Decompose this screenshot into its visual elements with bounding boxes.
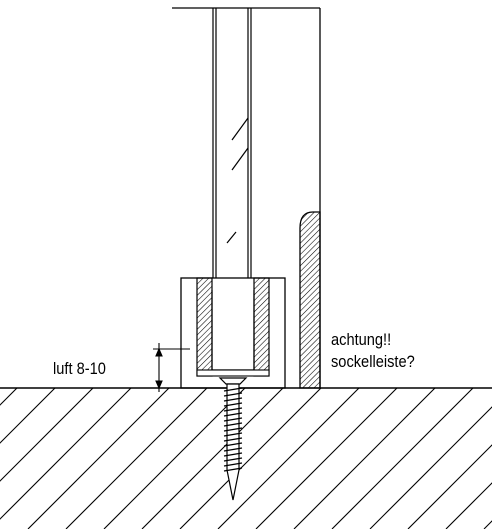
- screw-thread: [223, 402, 243, 407]
- floor-hatch-line: [217, 388, 360, 529]
- floor-hatch-line: [0, 388, 94, 482]
- screw-thread: [223, 392, 243, 397]
- floor-hatch-line: [255, 388, 398, 529]
- screw: [218, 377, 248, 501]
- floor-hatch-line: [0, 388, 18, 406]
- screw-thread: [223, 442, 243, 447]
- u-channel-profile: [180, 277, 286, 389]
- screw-thread: [223, 462, 243, 467]
- floor-hatch-line: [369, 406, 492, 529]
- gap-dimension: [153, 343, 190, 392]
- screw-thread: [223, 447, 243, 452]
- floor-hatch-line: [103, 388, 246, 529]
- floor-hatch-line: [0, 388, 56, 444]
- warning-label-line2: sockelleiste?: [331, 352, 415, 371]
- floor-hatch-line: [179, 388, 322, 529]
- floor: [0, 387, 492, 529]
- floor-hatch-line: [407, 444, 492, 529]
- screw-thread: [223, 397, 243, 402]
- skirting-board: [299, 211, 321, 389]
- screw-thread: [223, 452, 243, 457]
- floor-hatch-line: [141, 388, 284, 529]
- screw-thread: [223, 432, 243, 437]
- screw-thread: [223, 427, 243, 432]
- screw-thread: [223, 457, 243, 462]
- warning-label-line1: achtung!!: [331, 330, 392, 349]
- screw-thread: [223, 437, 243, 442]
- screw-thread: [223, 407, 243, 412]
- floor-hatch-line: [293, 388, 436, 529]
- floor-hatch-line: [483, 520, 492, 529]
- screw-thread: [223, 467, 243, 472]
- screw-thread: [223, 387, 243, 392]
- floor-hatch-line: [0, 388, 132, 520]
- screw-thread: [223, 417, 243, 422]
- floor-hatch-line: [445, 482, 492, 529]
- screw-thread: [223, 422, 243, 427]
- floor-hatch-line: [65, 388, 208, 529]
- screw-thread: [223, 412, 243, 417]
- floor-hatch-line: [27, 388, 170, 529]
- gap-label: luft 8-10: [53, 359, 106, 378]
- floor-hatch-line: [331, 388, 474, 529]
